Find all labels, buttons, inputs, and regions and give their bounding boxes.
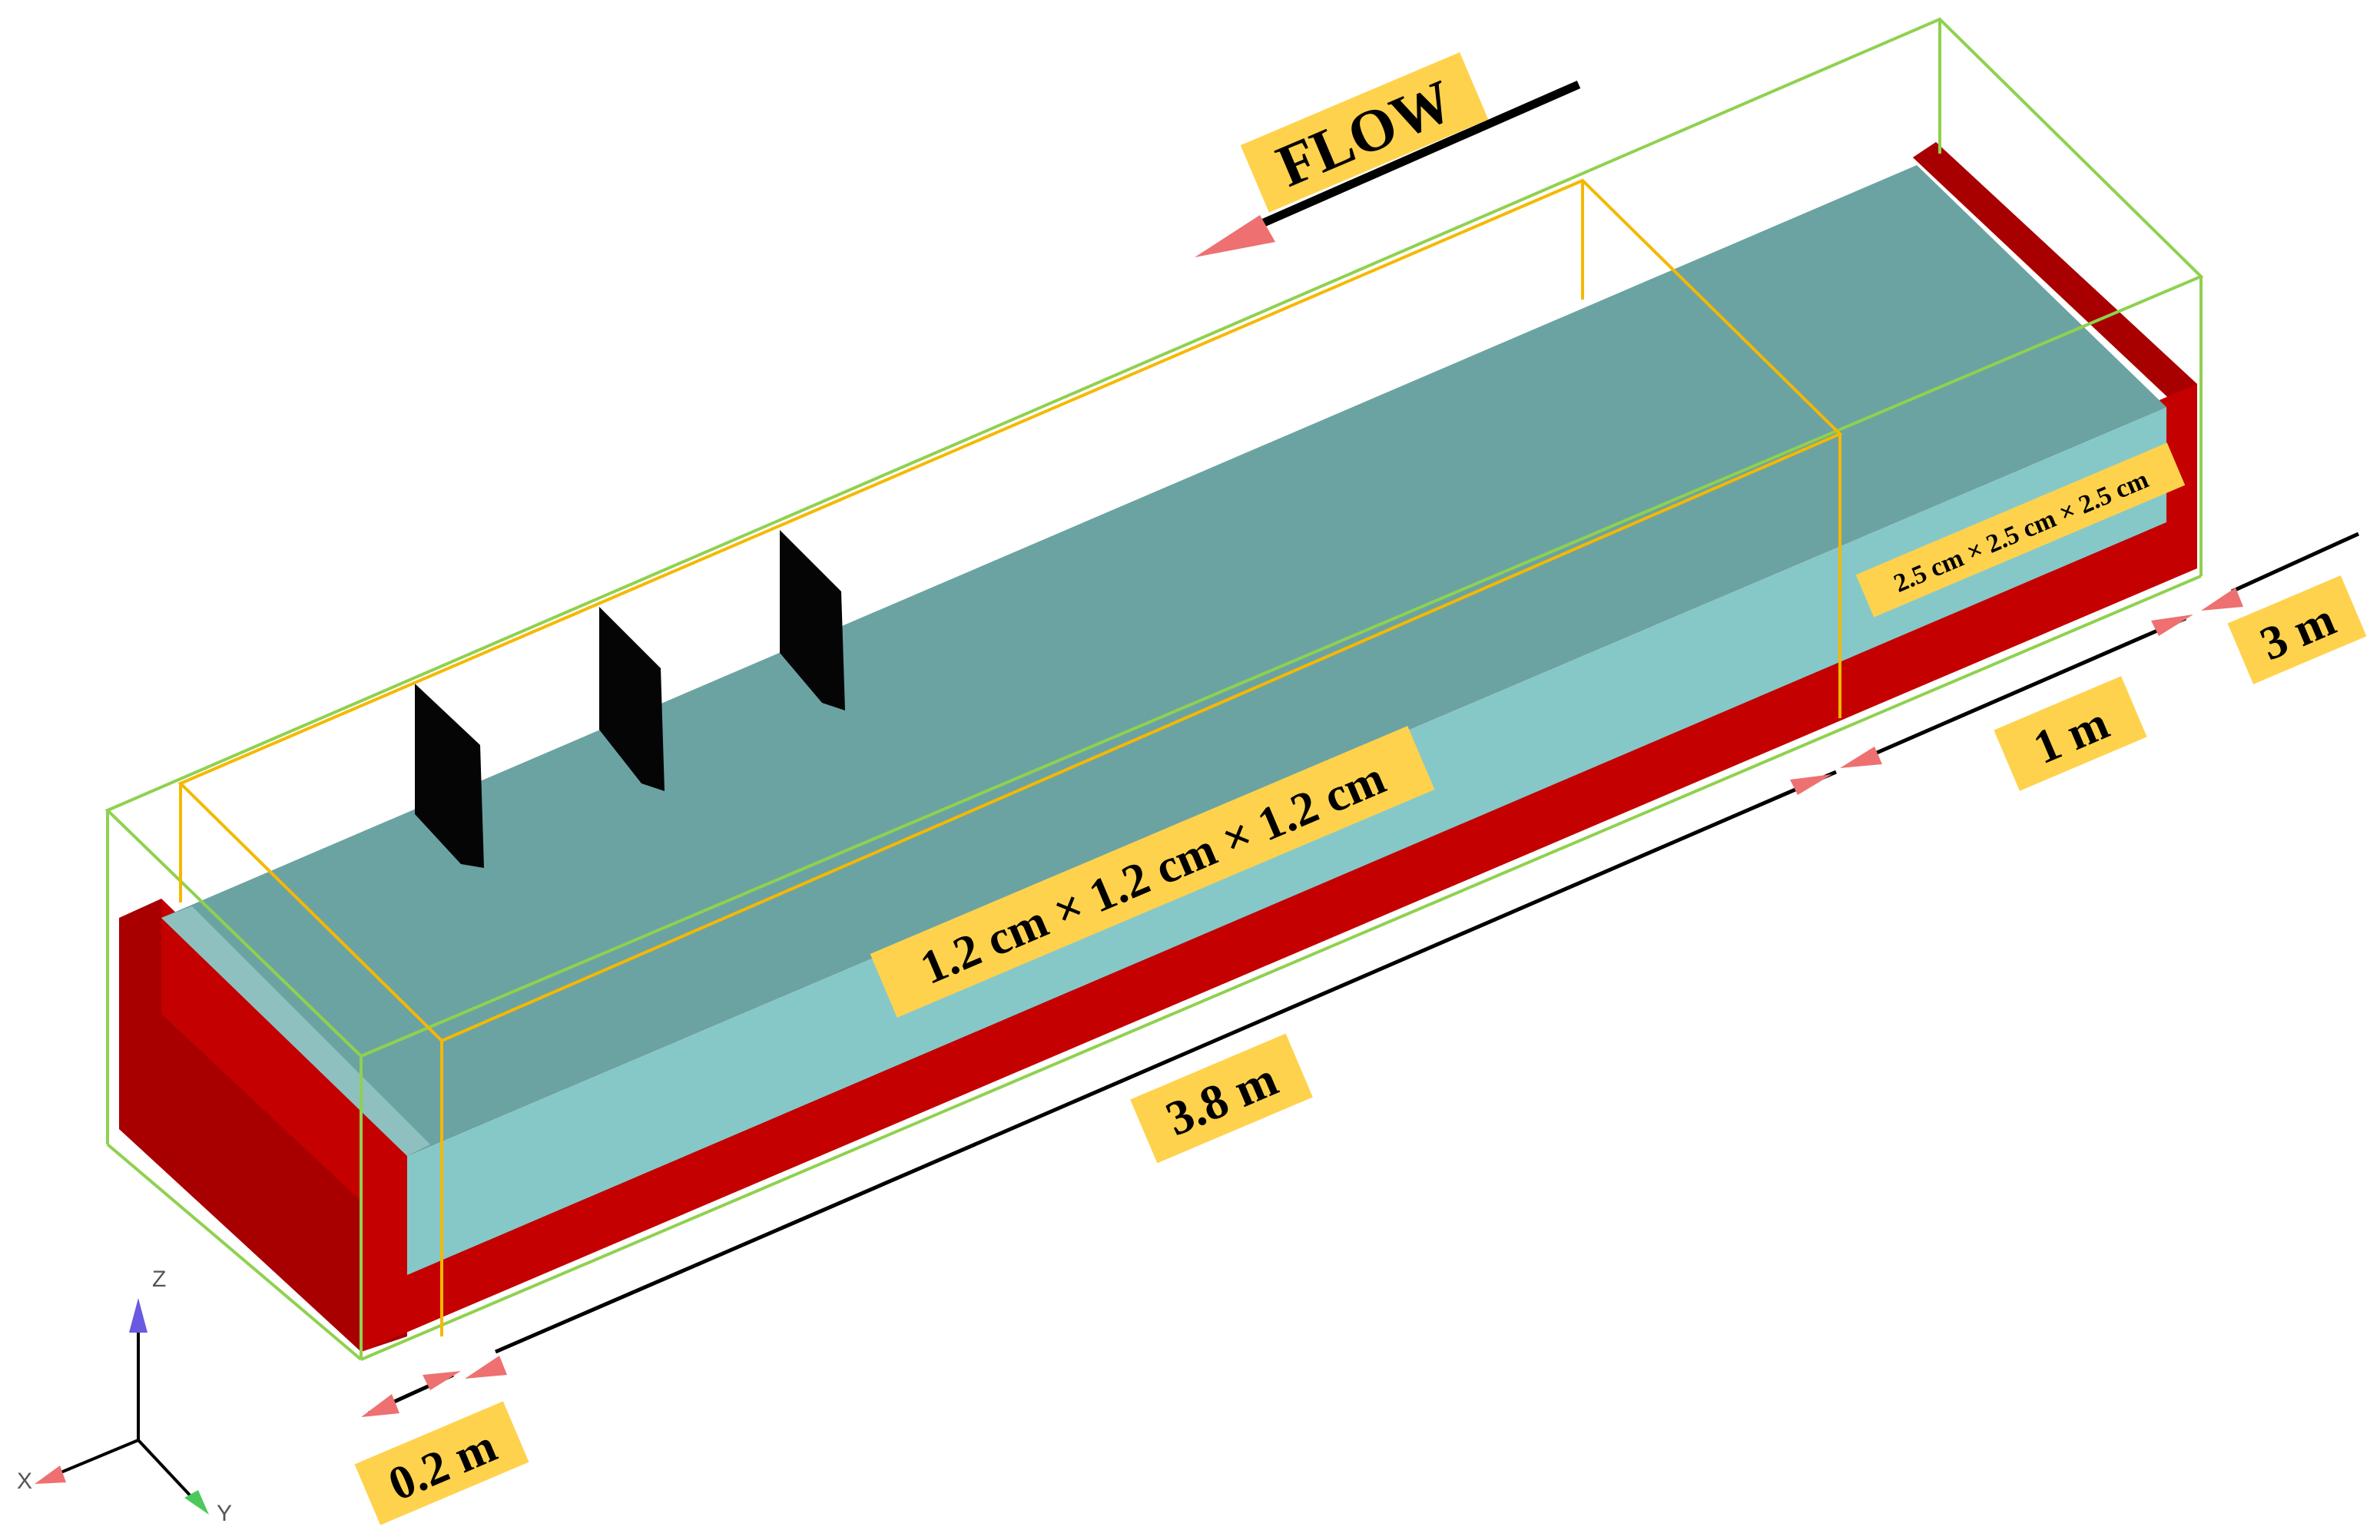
plates [415,530,845,868]
arrowhead-refined-start [465,1356,507,1379]
x-axis-label: X [17,1469,32,1494]
flow-arrow [1195,80,1581,257]
dimension-arrowheads [361,588,2243,1417]
flow-label-bg [1240,52,1489,213]
arrowhead-inlet-right [423,1371,461,1390]
dim-label-coarse-bg [1994,676,2147,791]
arrowhead-coarse-start [1840,747,1882,768]
refinement-box [177,178,1843,1336]
outlet-end-wall-shade [1913,142,2197,403]
dim-label-refined: 3.8 m [1130,1033,1313,1164]
dim-label-outlet-bg [2227,575,2367,684]
dim-label-inlet: 0.2 m [354,1401,529,1525]
z-axis-label: Z [152,1267,166,1292]
dim-label-coarse: 1 m [1994,676,2147,791]
dim-label-outlet: 3 m [2227,575,2367,684]
mesh-fine-label-bg [870,726,1435,1018]
domain-box [104,17,2204,1361]
y-axis-arrowhead [184,1490,209,1515]
arrowhead-inlet-left [361,1394,399,1417]
mesh-coarse-label-bg [1855,442,2186,618]
y-axis-label: Y [217,1501,232,1526]
dim-label-refined-bg [1130,1033,1313,1164]
water-edge-highlight [161,906,430,1156]
flow-arrowhead [1195,215,1275,257]
inlet-end-wall-face [161,899,407,1244]
flow-label: FLOW [1240,52,1489,213]
x-axis-arrowhead [35,1465,66,1484]
arrowhead-coarse-end [2151,614,2193,636]
plate-1 [415,684,484,868]
plate-3 [780,530,845,710]
arrowhead-outlet-start [2201,588,2243,611]
axis-triad: Z X Y [17,1267,232,1526]
dim-label-inlet-bg [354,1401,529,1525]
plate-2 [599,607,665,791]
z-axis-arrowhead [129,1298,148,1333]
water-surface [161,165,2166,1156]
arrowhead-refined-end [1790,774,1832,795]
